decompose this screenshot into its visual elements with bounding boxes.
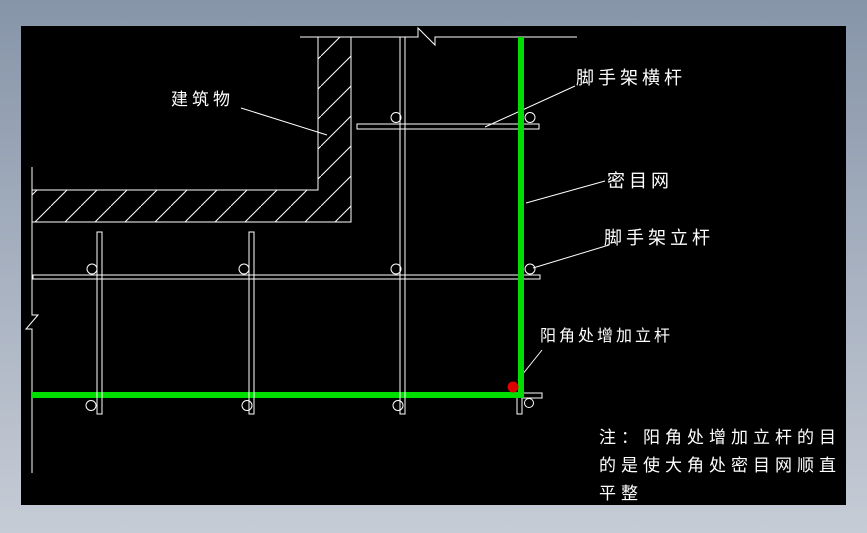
building-wall-section — [31, 36, 352, 223]
leader-horizontal-bar — [484, 85, 576, 128]
scaffold-pole-1 — [96, 231, 103, 415]
label-mesh-net: 密目网 — [607, 171, 673, 191]
top-break-line — [300, 26, 577, 47]
scaffold-pole-3 — [399, 36, 406, 415]
cad-drawing-canvas: 建筑物 脚手架横杆 密目网 脚手架立杆 阳角处增加立杆 注：阳角处增加立杆的目 … — [21, 26, 846, 505]
label-building: 建筑物 — [171, 90, 234, 109]
coupler-bottom-1 — [85, 400, 97, 411]
leader-mesh-net — [525, 180, 606, 204]
coupler-mid-1 — [86, 263, 98, 275]
coupler-upper-2 — [524, 112, 536, 123]
mesh-net-horizontal — [32, 392, 524, 398]
coupler-mid-4 — [524, 263, 536, 275]
coupler-corner — [524, 398, 534, 408]
label-corner-added-pole: 阳角处增加立杆 — [540, 328, 674, 345]
left-break-line — [24, 167, 40, 473]
upper-horizontal-bar — [356, 123, 540, 130]
cad-linework — [24, 26, 610, 473]
label-scaffold-horizontal-bar: 脚手架横杆 — [576, 68, 686, 88]
mesh-net-vertical — [518, 37, 524, 398]
note-line-3: 平整 — [599, 484, 643, 503]
coupler-mid-2 — [238, 263, 250, 275]
scaffold-pole-2 — [248, 231, 255, 415]
leader-vertical-pole — [532, 244, 610, 269]
label-scaffold-vertical-pole: 脚手架立杆 — [604, 228, 714, 248]
coupler-mid-3 — [390, 263, 402, 275]
coupler-bottom-3 — [392, 400, 404, 411]
coupler-bottom-2 — [241, 400, 253, 411]
note-line-2: 的是使大角处密目网顺直 — [599, 456, 841, 475]
note-line-1: 注：阳角处增加立杆的目 — [599, 428, 841, 447]
corner-added-pole-marker — [507, 381, 519, 393]
note-text: 注：阳角处增加立杆的目 的是使大角处密目网顺直 平整 — [599, 424, 841, 508]
leader-building — [240, 107, 328, 136]
middle-horizontal-bar — [32, 274, 541, 280]
corner-ledger-stub — [521, 392, 543, 399]
coupler-upper-1 — [390, 112, 402, 123]
